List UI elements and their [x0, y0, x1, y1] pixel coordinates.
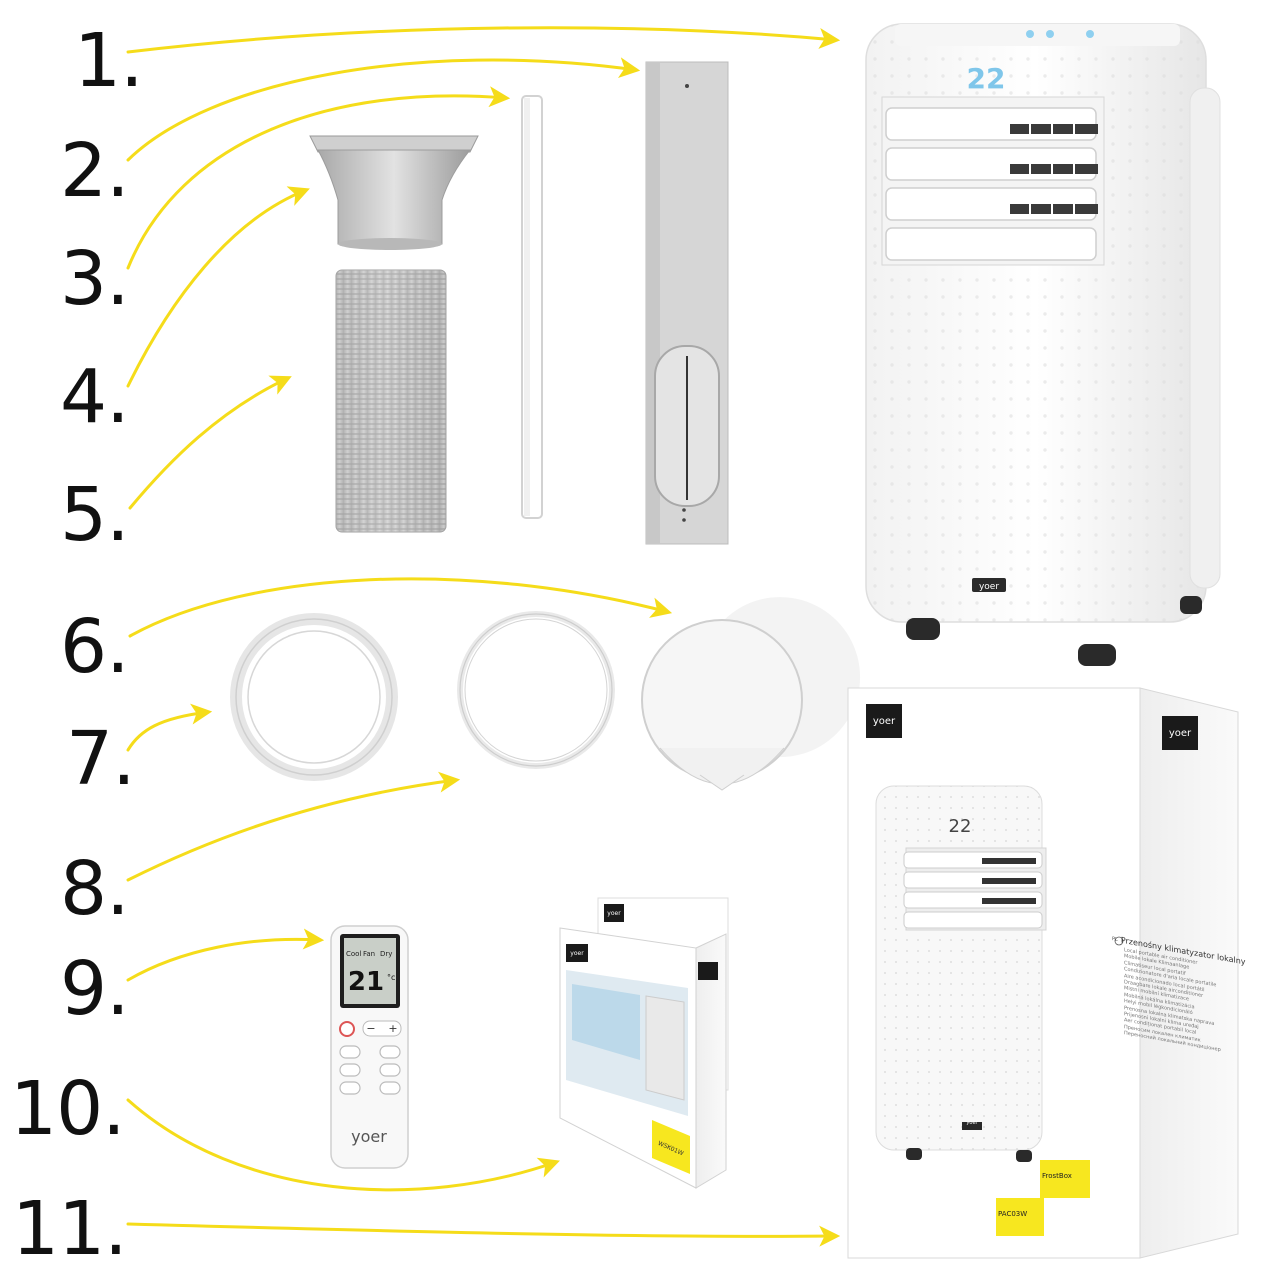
box-series-name: FrostBox — [1042, 1172, 1072, 1180]
arrow-3 — [126, 86, 511, 270]
box-unit-brand: yoer — [966, 1120, 978, 1126]
item-number-9: 9. — [60, 946, 130, 1032]
arrow-7 — [126, 703, 213, 752]
item-number-7: 7. — [66, 716, 136, 802]
arrow-11 — [126, 1222, 841, 1247]
remote-plus-button[interactable]: + — [388, 1022, 397, 1035]
box-side-text: PL Przenośny klimatyzator lokalny Local … — [1112, 934, 1246, 1055]
retail-box: 22 — [847, 687, 1239, 1259]
unit-brand-logo: yoer — [979, 582, 999, 592]
inner-ring — [457, 611, 615, 769]
arrow-4 — [126, 186, 310, 388]
arrow-5 — [128, 375, 292, 510]
remote-temperature-display: 21 — [348, 967, 384, 997]
air-conditioner-unit: yoer 22 — [865, 23, 1221, 666]
remote-unit-symbol: °c — [387, 973, 395, 982]
window-slider-panel — [645, 61, 729, 545]
arrow-6 — [128, 577, 673, 638]
arrow-8 — [126, 771, 461, 882]
pointer-arrows — [126, 26, 841, 1247]
outer-ring — [230, 613, 398, 781]
box-brand-logo-right: yoer — [1168, 727, 1192, 739]
window-cap — [641, 597, 861, 791]
window-rod — [521, 95, 543, 519]
exhaust-hose — [335, 269, 447, 533]
item-number-1: 1. — [74, 18, 144, 104]
item-number-3: 3. — [60, 236, 130, 322]
kit-front-box-logo: yoer — [570, 949, 584, 957]
remote-mode-fan: Fan — [363, 950, 375, 958]
box-lang-code: PL — [1112, 935, 1118, 943]
hose-adapter — [309, 135, 479, 250]
item-number-4: 4. — [60, 354, 130, 440]
item-number-2: 2. — [60, 128, 130, 214]
item-number-6: 6. — [60, 604, 130, 690]
item-number-11: 11. — [12, 1186, 128, 1272]
box-brand-logo-left: yoer — [872, 715, 896, 727]
item-number-10: 10. — [10, 1066, 126, 1152]
box-unit-display: 22 — [949, 816, 972, 837]
arrow-2 — [126, 57, 641, 162]
remote-minus-button[interactable]: − — [366, 1022, 375, 1035]
arrow-1 — [126, 26, 841, 54]
item-number-8: 8. — [60, 846, 130, 932]
box-model-name: PAC03W — [998, 1210, 1028, 1218]
remote-control: Cool Fan Dry 21 °c − + yoer — [330, 925, 409, 1169]
arrow-10 — [126, 1098, 560, 1192]
kit-back-box-logo: yoer — [607, 909, 621, 917]
remote-brand-logo: yoer — [351, 1127, 387, 1146]
item-number-5: 5. — [60, 472, 130, 558]
remote-mode-dry: Dry — [380, 950, 392, 958]
remote-mode-cool: Cool — [346, 950, 361, 958]
arrow-9 — [126, 928, 325, 982]
unit-temperature-display: 22 — [967, 62, 1006, 95]
window-kit-box: WSK01W — [559, 897, 729, 1189]
